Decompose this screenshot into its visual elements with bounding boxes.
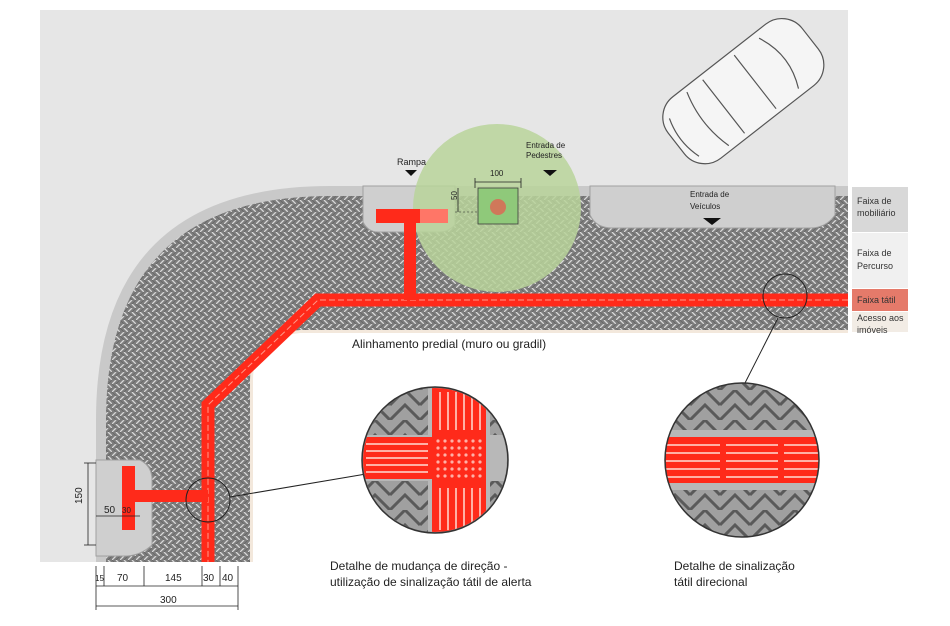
alert-dot: [436, 446, 440, 450]
label-entrada-pedestres-2: Pedestres: [526, 151, 562, 160]
alert-dot: [457, 439, 461, 443]
legend-percurso-2: Percurso: [857, 261, 893, 271]
alert-dot: [457, 467, 461, 471]
alert-dot: [450, 460, 454, 464]
alert-dot: [478, 474, 482, 478]
alert-dot: [457, 446, 461, 450]
alert-dot: [436, 453, 440, 457]
tree-trunk: [490, 199, 506, 215]
alert-dot: [443, 453, 447, 457]
dim-bottom-3: 30: [203, 573, 215, 584]
dim-bottom-0: 15: [95, 574, 104, 583]
vehicle-entrance: [589, 185, 836, 229]
callout-circle-left: [185, 477, 231, 523]
legend-acesso-1: Acesso aos: [857, 313, 904, 323]
alert-dot: [478, 439, 482, 443]
dim-bottom-4: 40: [222, 573, 234, 584]
caption-left-1: Detalhe de mudança de direção -: [330, 559, 507, 573]
callout-circle-right: [762, 273, 808, 319]
tree-depth-dim: 50: [450, 191, 459, 200]
legend: Faixa de mobiliário Faixa de Percurso Fa…: [852, 187, 908, 335]
alert-dot: [464, 453, 468, 457]
caption-left-2: utilização de sinalização tátil de alert…: [330, 575, 532, 589]
alert-dot: [471, 446, 475, 450]
alert-dot: [443, 446, 447, 450]
alert-dot: [436, 474, 440, 478]
legend-acesso-swatch: [852, 312, 908, 332]
alert-dot: [443, 439, 447, 443]
alert-dot: [464, 446, 468, 450]
alert-dot: [471, 460, 475, 464]
detail-directional-tactile: [664, 382, 820, 538]
sidewalk-paving: [106, 196, 848, 562]
alert-dot: [464, 439, 468, 443]
pedestrian-arrow-icon: [543, 170, 557, 176]
legend-mobiliario-2: mobiliário: [857, 208, 896, 218]
label-entrada-veiculos-2: Veículos: [690, 202, 720, 211]
alert-dot: [478, 467, 482, 471]
alert-dot: [471, 453, 475, 457]
caption-right-2: tátil direcional: [674, 575, 747, 589]
label-alinhamento: Alinhamento predial (muro ou gradil): [352, 337, 546, 351]
alert-dot: [443, 467, 447, 471]
corner-alert-strip: [122, 466, 135, 530]
label-entrada-pedestres-1: Entrada de: [526, 141, 566, 150]
alert-dot: [450, 439, 454, 443]
dim-bottom-2: 145: [165, 573, 182, 584]
callout-line-right: [744, 317, 779, 384]
alert-dot: [443, 474, 447, 478]
callout-line-left: [229, 473, 367, 498]
tree-width-dim: 100: [490, 169, 504, 178]
dim-total: 300: [160, 595, 177, 606]
alert-dot: [478, 446, 482, 450]
alert-dot: [471, 439, 475, 443]
alert-dot: [464, 460, 468, 464]
legend-acesso-2: imóveis: [857, 325, 888, 335]
alert-dot: [464, 474, 468, 478]
rampa-arrow-icon: [405, 170, 417, 176]
legend-mobiliario-1: Faixa de: [857, 196, 892, 206]
alert-dot: [450, 446, 454, 450]
dim-bottom-1: 70: [117, 573, 129, 584]
alert-dot: [457, 453, 461, 457]
alert-dot: [436, 439, 440, 443]
alert-dot: [478, 453, 482, 457]
vehicle-arrow-icon: [703, 218, 721, 225]
dimensions: [84, 462, 239, 610]
alert-dot: [457, 460, 461, 464]
detail-direction-change: [361, 386, 509, 534]
label-rampa: Rampa: [397, 157, 426, 167]
dim-vertical: 150: [74, 487, 85, 504]
alert-dot: [450, 474, 454, 478]
tactile-paths: [122, 209, 848, 562]
alert-dot: [478, 460, 482, 464]
alert-dot: [436, 460, 440, 464]
alert-dot: [436, 467, 440, 471]
alert-dot: [450, 453, 454, 457]
dim-inner: 50: [104, 505, 116, 516]
legend-mobiliario-swatch: [852, 187, 908, 232]
alert-dot: [464, 467, 468, 471]
legend-percurso-swatch: [852, 233, 908, 288]
legend-tatil: Faixa tátil: [857, 295, 896, 305]
legend-percurso-1: Faixa de: [857, 248, 892, 258]
car-outline: [662, 17, 825, 165]
alert-dot: [471, 467, 475, 471]
alert-dot: [443, 460, 447, 464]
alert-dot: [457, 474, 461, 478]
alert-dot: [450, 467, 454, 471]
label-entrada-veiculos-1: Entrada de: [690, 190, 730, 199]
caption-right-1: Detalhe de sinalização: [674, 559, 795, 573]
dim-inner2: 30: [122, 506, 131, 515]
alert-dot: [471, 474, 475, 478]
legend-tatil-swatch: [852, 289, 908, 311]
